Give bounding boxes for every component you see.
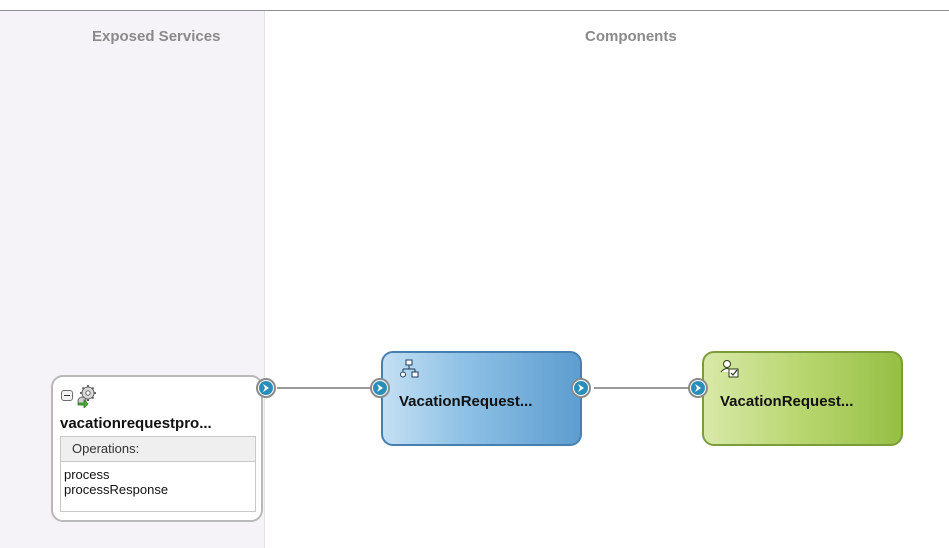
gear-service-icon <box>75 384 97 413</box>
collapse-icon[interactable] <box>61 390 73 401</box>
human-task-icon <box>720 359 740 384</box>
wire-service-to-bpel[interactable] <box>277 387 372 389</box>
operations-panel: Operations: process processResponse <box>60 436 256 512</box>
wire-bpel-to-humantask[interactable] <box>594 387 690 389</box>
service-reference-port[interactable] <box>256 378 276 398</box>
bpel-reference-port[interactable] <box>571 378 591 398</box>
operation-item[interactable]: process <box>64 467 110 482</box>
process-flow-icon <box>399 359 419 384</box>
bpel-process-component[interactable]: VacationRequest... <box>381 351 582 446</box>
bpel-component-name: VacationRequest... <box>399 393 533 410</box>
components-title: Components <box>585 28 677 45</box>
operation-item[interactable]: processResponse <box>64 482 169 497</box>
service-name: vacationrequestpro... <box>60 415 212 432</box>
top-divider <box>0 10 949 11</box>
operations-header: Operations: <box>61 437 255 462</box>
bpel-service-port[interactable] <box>370 378 390 398</box>
human-task-component[interactable]: VacationRequest... <box>702 351 903 446</box>
exposed-services-title: Exposed Services <box>92 28 221 45</box>
human-task-component-name: VacationRequest... <box>720 393 854 410</box>
human-task-service-port[interactable] <box>688 378 708 398</box>
exposed-service-card[interactable]: vacationrequestpro... Operations: proces… <box>51 375 263 522</box>
